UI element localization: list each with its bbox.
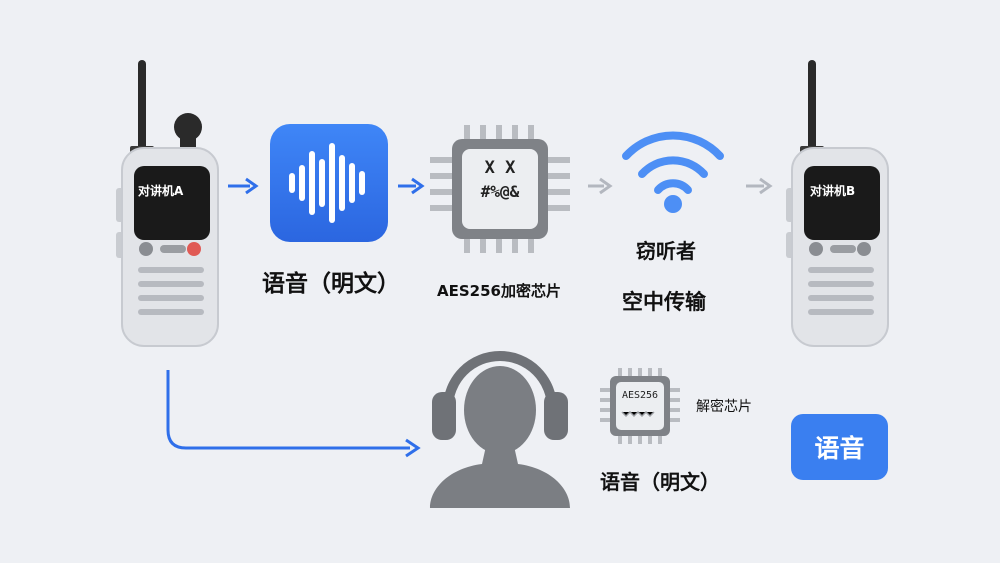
radio-b-body bbox=[786, 60, 889, 347]
listener-headphones-icon bbox=[430, 351, 570, 508]
listener-voice-label: 语音（明文） bbox=[600, 470, 720, 494]
decryption-chip-icon bbox=[600, 368, 680, 444]
decryption-chip-caption: 解密芯片 bbox=[696, 399, 752, 415]
encryption-chip-caption: AES256加密芯片 bbox=[437, 282, 561, 300]
radio-b-screen-label: 对讲机B bbox=[810, 184, 856, 198]
voice-badge: 语音 bbox=[791, 414, 888, 480]
air-transmission-label: 空中传输 bbox=[622, 290, 706, 314]
wifi-icon bbox=[622, 131, 724, 213]
voice-badge-label: 语音 bbox=[814, 434, 865, 463]
voice-plaintext-label: 语音（明文） bbox=[262, 271, 400, 297]
decryption-chip-text: AES256 bbox=[621, 390, 659, 401]
radio-a-body bbox=[116, 60, 219, 347]
encryption-chip-icon bbox=[430, 125, 570, 253]
eavesdropper-label: 窃听者 bbox=[636, 239, 696, 263]
arrow-chip-to-air bbox=[588, 177, 613, 195]
encryption-chip-line1: X X bbox=[484, 158, 516, 178]
voice-waveform-icon bbox=[270, 124, 388, 242]
arrow-air-to-radio-b bbox=[746, 177, 773, 195]
arrow-radio-to-voice bbox=[228, 177, 259, 195]
encryption-chip-line2: #%@& bbox=[480, 182, 520, 201]
arrow-radio-to-listener bbox=[166, 370, 421, 458]
arrow-voice-to-chip bbox=[398, 177, 425, 195]
radio-a-screen-label: 对讲机A bbox=[138, 184, 184, 198]
